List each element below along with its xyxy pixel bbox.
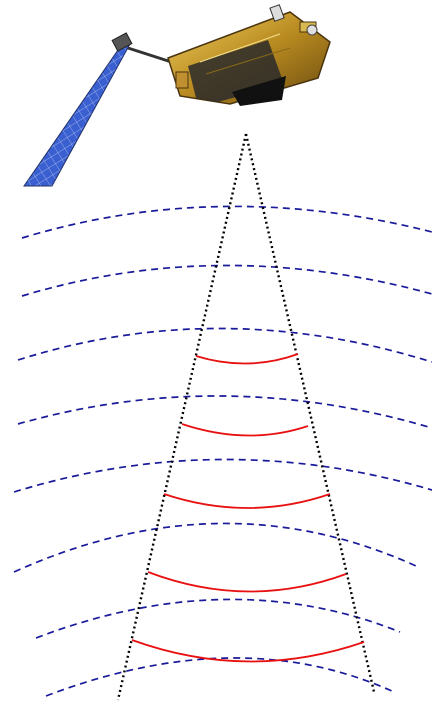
body-detail bbox=[199, 33, 281, 63]
footprint-curve bbox=[163, 493, 331, 509]
wavefronts bbox=[13, 205, 432, 697]
body-detail bbox=[175, 71, 189, 89]
footprint-curve bbox=[181, 423, 309, 437]
antenna bbox=[306, 24, 318, 36]
wavefront-arc bbox=[21, 264, 432, 297]
wavefront-arc bbox=[17, 327, 432, 363]
beam-edges bbox=[116, 133, 376, 701]
beam-edge-right bbox=[244, 133, 376, 693]
wavefront-arc bbox=[45, 657, 395, 697]
wavefront-arc bbox=[35, 598, 401, 639]
wavefront-arc bbox=[21, 205, 432, 239]
body-detail bbox=[205, 47, 291, 75]
wavefront-arc bbox=[13, 522, 417, 573]
body-detail bbox=[269, 4, 285, 22]
wavefront-arc bbox=[13, 458, 432, 493]
footprint-curve bbox=[147, 571, 347, 593]
satellite-icon bbox=[23, 4, 331, 187]
beam-edge-left bbox=[116, 133, 248, 701]
footprints bbox=[131, 353, 365, 663]
instrument-module-lower bbox=[232, 76, 286, 106]
solar-panel-icon bbox=[23, 42, 132, 187]
footprint-curve bbox=[131, 639, 365, 663]
wavefront-arc bbox=[17, 395, 432, 429]
footprint-curve bbox=[195, 353, 299, 365]
panel-mount bbox=[111, 32, 133, 52]
